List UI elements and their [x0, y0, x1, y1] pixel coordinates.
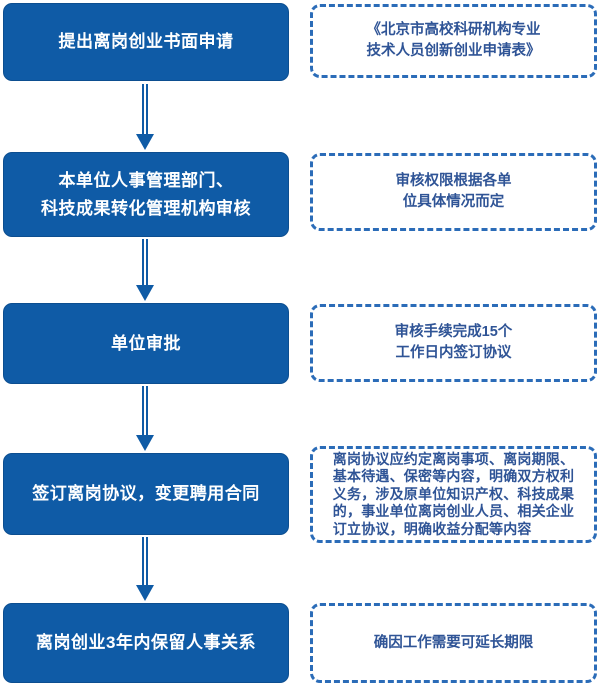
down-arrow-icon	[136, 239, 154, 301]
flow-step-unit-approval: 单位审批	[3, 303, 289, 384]
flow-note-text: 离岗协议应约定离岗事项、离岗期限、 基本待遇、保密等内容，明确双方权利 义务，涉…	[332, 450, 575, 537]
down-arrow-icon	[136, 386, 154, 451]
flow-note-sign-deadline: 审核手续完成15个 工作日内签订协议	[310, 304, 597, 382]
flow-step-sign-agreement: 签订离岗协议，变更聘用合同	[3, 453, 289, 535]
down-arrow-icon	[136, 537, 154, 601]
arrow-shaft	[142, 84, 148, 134]
flow-step-label: 签订离岗协议，变更聘用合同	[32, 484, 260, 503]
arrow-shaft	[142, 386, 148, 435]
flow-note-extension: 确因工作需要可延长期限	[310, 603, 597, 683]
flow-note-application-form: 《北京市高校科研机构专业 技术人员创新创业申请表》	[310, 4, 597, 78]
arrow-head	[136, 435, 154, 451]
arrow-head	[136, 285, 154, 301]
flow-note-review-authority: 审核权限根据各单 位具体情况而定	[310, 153, 597, 231]
flow-note-agreement-content: 离岗协议应约定离岗事项、离岗期限、 基本待遇、保密等内容，明确双方权利 义务，涉…	[310, 446, 597, 543]
flow-note-text: 审核权限根据各单 位具体情况而定	[395, 173, 512, 210]
flow-step-label: 单位审批	[111, 333, 181, 353]
flow-note-text: 确因工作需要可延长期限	[373, 634, 534, 651]
flow-step-label: 本单位人事管理部门、 科技成果转化管理机构审核	[41, 170, 251, 218]
flow-step-label: 离岗创业3年内保留人事关系	[36, 633, 256, 652]
flow-note-text: 《北京市高校科研机构专业 技术人员创新创业申请表》	[366, 22, 541, 59]
flow-step-retain-personnel-relation: 离岗创业3年内保留人事关系	[3, 603, 289, 683]
arrow-head	[136, 134, 154, 150]
arrow-shaft	[142, 537, 148, 585]
arrow-head	[136, 585, 154, 601]
flow-step-department-review: 本单位人事管理部门、 科技成果转化管理机构审核	[3, 152, 289, 237]
arrow-shaft	[142, 239, 148, 285]
down-arrow-icon	[136, 84, 154, 150]
flow-step-apply: 提出离岗创业书面申请	[3, 3, 289, 81]
flow-note-text: 审核手续完成15个 工作日内签订协议	[394, 324, 513, 361]
flow-step-label: 提出离岗创业书面申请	[58, 32, 234, 51]
